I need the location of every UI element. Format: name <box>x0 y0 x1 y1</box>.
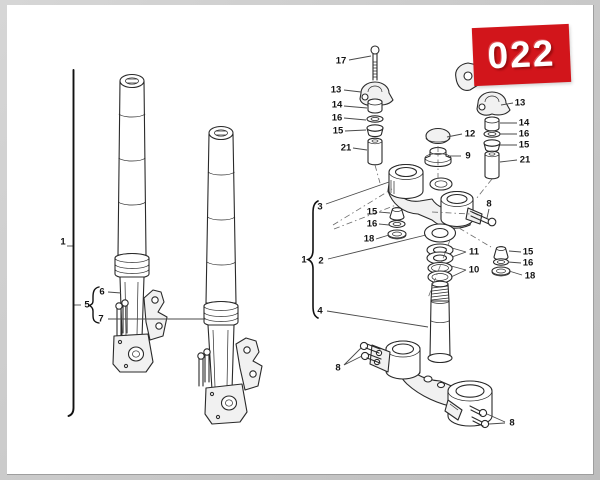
clamp-bolts-right <box>469 405 490 429</box>
callout-21-right: 21 <box>519 154 531 166</box>
callout-8-bottom: 8 <box>509 417 515 429</box>
group-brackets <box>67 69 319 417</box>
callout-15-left: 15 <box>332 125 344 137</box>
callout-8-top: 8 <box>486 198 492 210</box>
callout-8-left: 8 <box>335 362 341 374</box>
callout-17: 17 <box>335 55 347 67</box>
callout-15-right: 15 <box>518 139 530 151</box>
callout-15-mid: 15 <box>366 206 378 218</box>
callout-16-mid: 16 <box>366 218 378 230</box>
fork-leg-right <box>197 125 263 425</box>
callout-1-group: 1 <box>301 254 307 266</box>
top-triple-clamp <box>387 163 483 229</box>
callout-6: 6 <box>99 286 105 298</box>
callout-12: 12 <box>464 128 476 140</box>
callout-10: 10 <box>468 264 480 276</box>
page-number-text: 022 <box>486 32 557 77</box>
callout-15-stack: 15 <box>522 246 534 258</box>
callout-7: 7 <box>98 313 104 325</box>
callout-14-right: 14 <box>518 117 530 129</box>
riser-left-stack <box>359 81 394 166</box>
callout-1-main: 1 <box>60 236 66 248</box>
callout-18-stack: 18 <box>524 270 536 282</box>
callout-21-left: 21 <box>340 142 352 154</box>
leader-lines <box>67 55 523 425</box>
page-number-badge: 022 <box>471 23 572 87</box>
bottom-triple-clamp <box>369 280 493 427</box>
bearing-stack <box>423 223 457 284</box>
right-stack <box>491 246 511 277</box>
mid-stack <box>387 207 407 240</box>
callout-18-mid: 18 <box>363 233 375 245</box>
clamp-bolts-left <box>359 341 382 364</box>
fork-leg-left <box>112 73 168 373</box>
callout-16-right: 16 <box>518 128 530 140</box>
callout-13-right: 13 <box>514 97 526 109</box>
callout-3: 3 <box>317 201 323 213</box>
callout-14-left: 14 <box>331 99 343 111</box>
riser-right-stack <box>476 91 511 180</box>
callout-5: 5 <box>84 299 90 311</box>
centerlines <box>332 146 493 299</box>
callout-11: 11 <box>468 246 480 258</box>
callout-9: 9 <box>465 150 471 162</box>
callout-16-left: 16 <box>331 112 343 124</box>
callout-16-stack: 16 <box>522 257 534 269</box>
pinch-bolt-top <box>470 211 497 227</box>
riser-bolt <box>370 45 380 81</box>
callout-4: 4 <box>317 305 323 317</box>
callout-13-left: 13 <box>330 84 342 96</box>
callout-2: 2 <box>318 255 324 267</box>
